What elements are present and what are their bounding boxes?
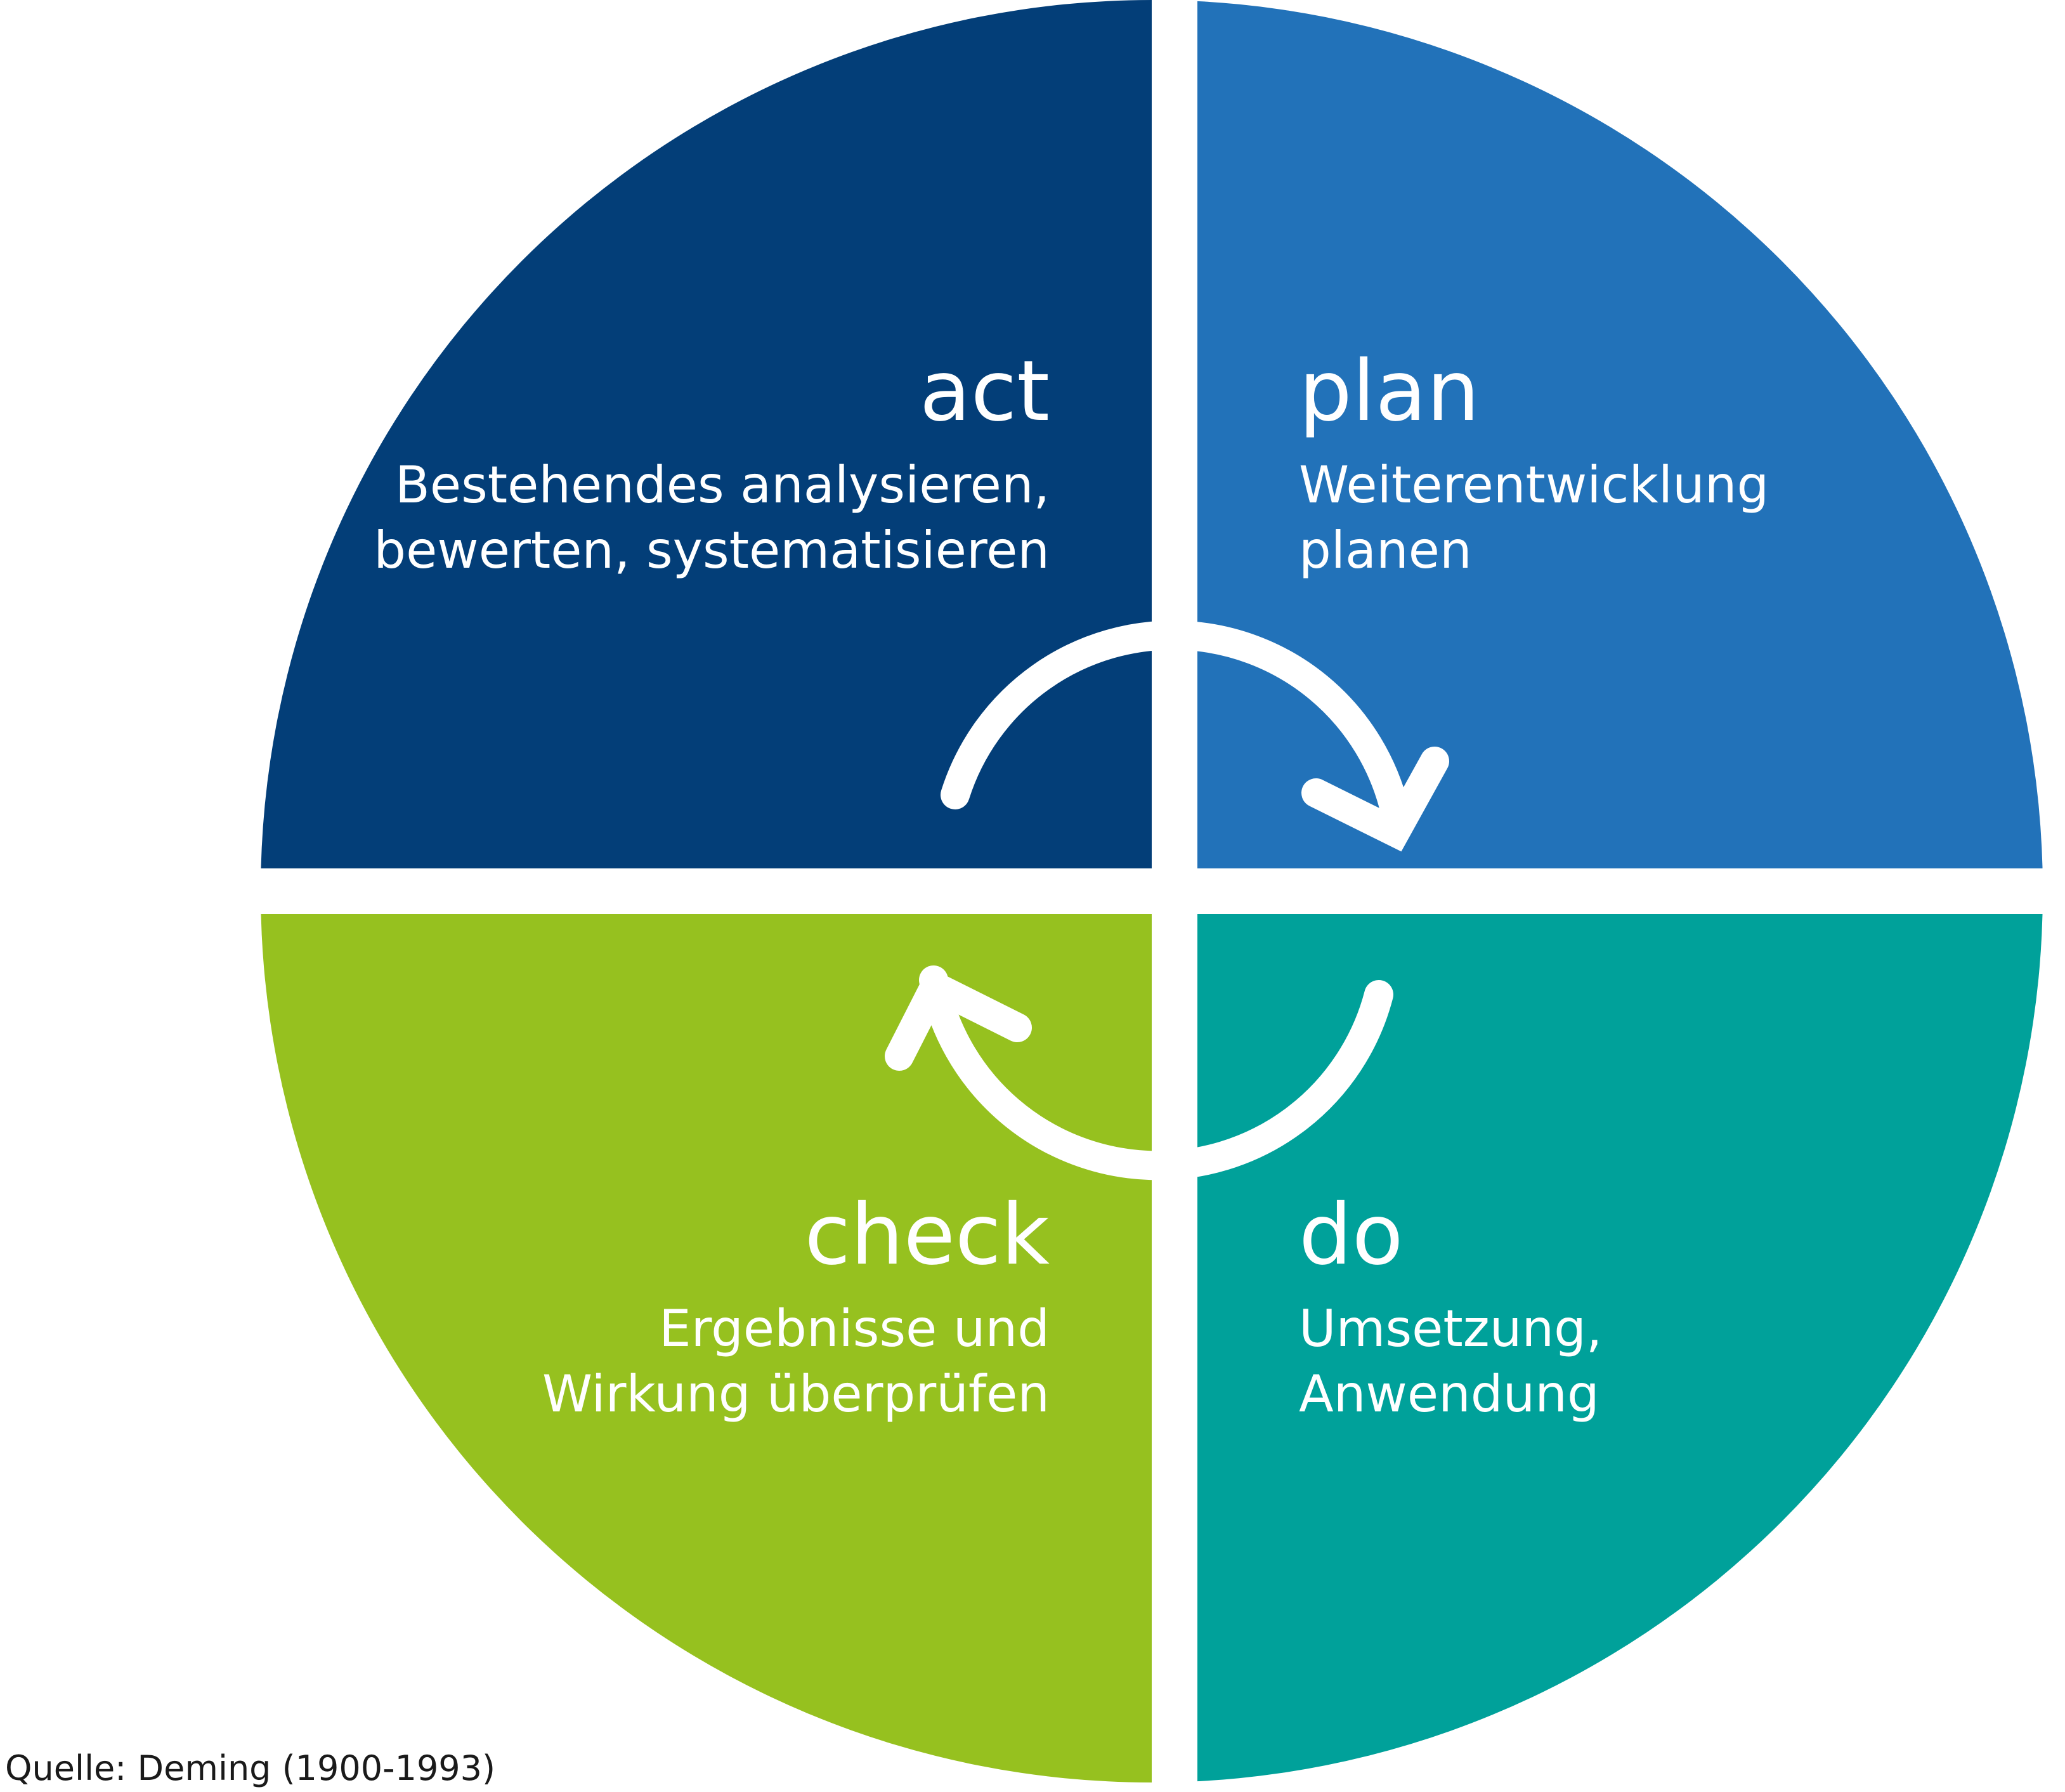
- check-desc-line-2: Wirkung überprüfen: [542, 1364, 1050, 1423]
- check-title: check: [805, 1186, 1050, 1284]
- plan-title: plan: [1299, 343, 1480, 440]
- horizontal-divider: [254, 868, 2065, 914]
- do-desc-line-2: Anwendung: [1299, 1364, 1599, 1423]
- quadrant-act: [261, 0, 1152, 891]
- do-desc-line-1: Umsetzung,: [1299, 1299, 1602, 1358]
- plan-desc-line-1: Weiterentwicklung: [1299, 455, 1769, 514]
- quadrant-do: [1152, 891, 2043, 1782]
- do-title: do: [1299, 1186, 1404, 1284]
- arrow-top-clockwise-icon: [941, 620, 1449, 852]
- arrow-bottom-clockwise-icon: [885, 965, 1393, 1180]
- quadrant-plan: [1152, 0, 2043, 891]
- act-desc-line-1: Bestehendes analysieren,: [395, 455, 1050, 514]
- act-title: act: [920, 343, 1050, 440]
- act-desc-line-2: bewerten, systematisieren: [374, 521, 1050, 580]
- source-caption: Quelle: Deming (1900-1993): [5, 1748, 495, 1788]
- quadrant-check: [261, 891, 1152, 1782]
- plan-desc-line-2: planen: [1299, 521, 1472, 580]
- check-desc-line-1: Ergebnisse und: [659, 1299, 1050, 1358]
